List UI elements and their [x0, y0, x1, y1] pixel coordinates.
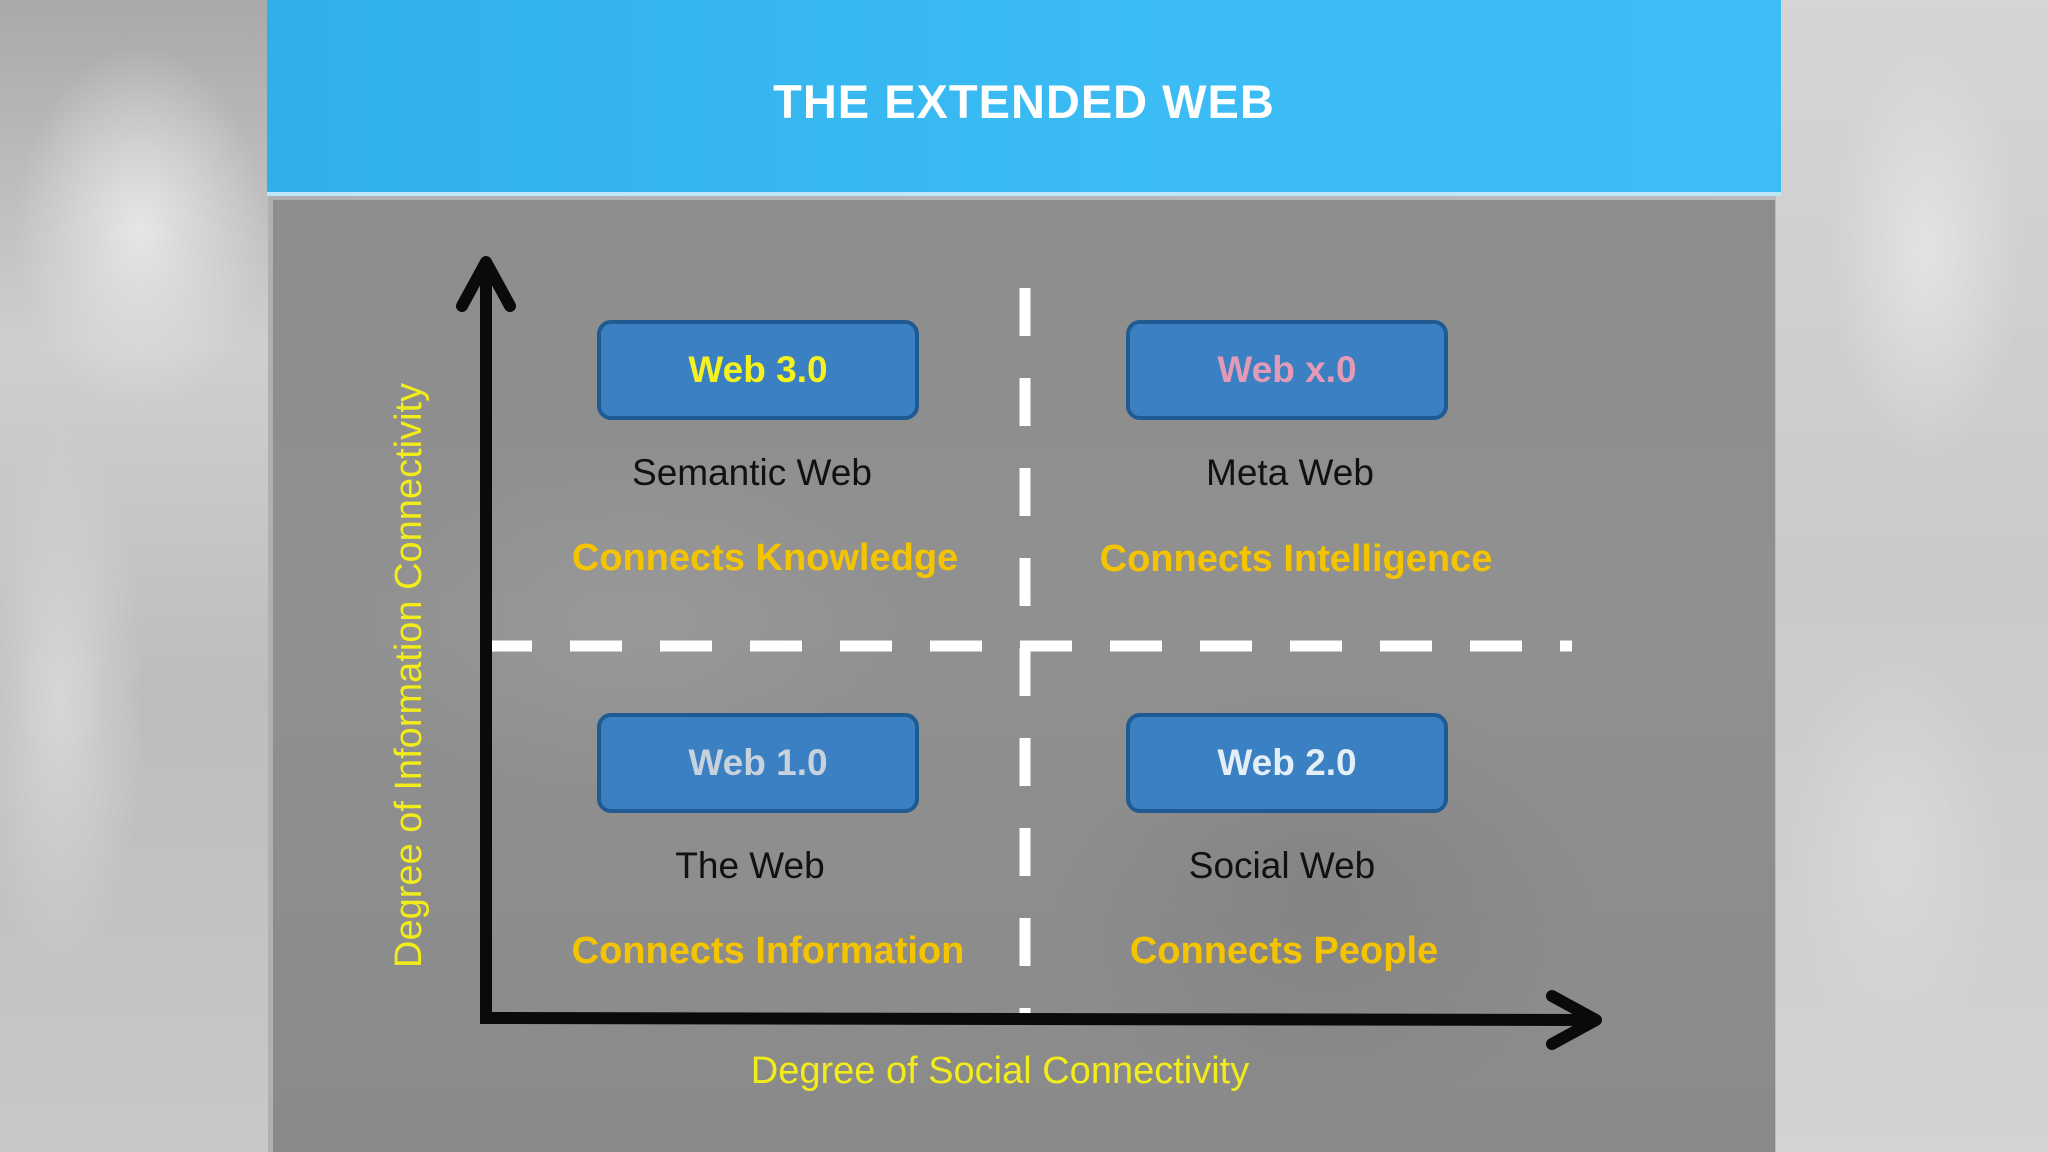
- web-1-0-box: Web 1.0: [597, 713, 919, 813]
- web-3-0-box: Web 3.0: [597, 320, 919, 420]
- background-left: [0, 0, 268, 1152]
- web-3-0-label: Web 3.0: [688, 349, 828, 390]
- connects-knowledge-label: Connects Knowledge: [571, 537, 959, 579]
- x-axis: [479, 1012, 1593, 1026]
- web-1-0-label: Web 1.0: [688, 742, 828, 783]
- web-x-0-label: Web x.0: [1217, 349, 1357, 390]
- title-banner: THE EXTENDED WEB: [267, 0, 1781, 196]
- connects-people-label: Connects People: [1129, 930, 1439, 972]
- meta-web-label: Meta Web: [1206, 452, 1374, 493]
- x-axis-label: Degree of Social Connectivity: [750, 1050, 1250, 1092]
- y-axis-arrowhead: [456, 256, 516, 312]
- web-2-0-box: Web 2.0: [1126, 713, 1448, 813]
- connects-information-label: Connects Information: [571, 930, 965, 972]
- y-axis-label: Degree of Information Connectivity: [388, 382, 430, 968]
- connects-intelligence-label: Connects Intelligence: [1099, 538, 1493, 580]
- x-axis-arrowhead: [1546, 990, 1602, 1050]
- web-x-0-box: Web x.0: [1126, 320, 1448, 420]
- background-right: [1776, 0, 2048, 1152]
- page-title: THE EXTENDED WEB: [773, 74, 1275, 128]
- semantic-web-label: Semantic Web: [632, 452, 872, 493]
- social-web-label: Social Web: [1188, 845, 1376, 886]
- the-web-label: The Web: [675, 845, 825, 886]
- web-2-0-label: Web 2.0: [1217, 742, 1357, 783]
